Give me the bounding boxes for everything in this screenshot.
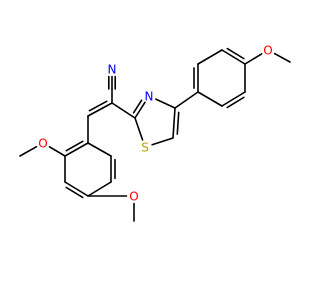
atom-label-s: S bbox=[141, 140, 149, 154]
atom-label-o: O bbox=[38, 136, 47, 150]
bond-Ar1f-Ar1a bbox=[197, 91, 223, 107]
bond-Ar2a-Ar2b-b bbox=[65, 140, 84, 152]
bond-S1-C2 bbox=[134, 117, 144, 141]
bond-Ar1c-Ar1d bbox=[221, 49, 246, 65]
bond-N3-C4 bbox=[155, 98, 176, 109]
bond-C2-N3 bbox=[134, 101, 146, 119]
bond-C5-S1 bbox=[151, 137, 174, 146]
bond-Ar2f-Ar2a bbox=[87, 142, 112, 157]
bond-C4-C5 bbox=[172, 107, 176, 139]
chemical-structure: N N S O O O bbox=[19, 43, 291, 222]
bond-Ar2c-Ar2d bbox=[64, 181, 89, 197]
bond-Cv1-C2 bbox=[111, 102, 136, 119]
bond-layer bbox=[19, 47, 291, 222]
bond-Cv1-Cv2-b bbox=[88, 100, 108, 112]
atom-label-n: N bbox=[145, 89, 154, 103]
bond-C4-C5-b bbox=[176, 111, 180, 135]
bond-O2-Me2 bbox=[19, 145, 38, 157]
bond-C2-N3-b bbox=[132, 99, 143, 114]
bond-Ar1d-O1 bbox=[244, 53, 263, 65]
bond-Ar2d-Ar2e bbox=[87, 181, 112, 197]
bond-Ar2a-Ar2b bbox=[64, 142, 89, 157]
bond-Ar1e-Ar1f bbox=[221, 91, 246, 107]
bond-C4-Ar1a bbox=[174, 91, 199, 109]
atom-label-o: O bbox=[263, 43, 272, 57]
atom-label-n: N bbox=[108, 62, 117, 76]
bond-Ar2c-Ar2d-b bbox=[65, 186, 84, 199]
bond-O1-Me1 bbox=[273, 52, 291, 63]
atom-label-o: O bbox=[129, 189, 138, 203]
bond-Ar1b-Ar1c bbox=[197, 49, 223, 65]
bond-Cv1-Cv2 bbox=[87, 102, 113, 117]
atom-label-layer: N N S O O O bbox=[38, 43, 272, 203]
bond-Ar2b-O2 bbox=[48, 146, 66, 157]
bond-Ar1e-Ar1f-b bbox=[226, 96, 245, 109]
bond-Ar1c-Ar1d-b bbox=[226, 47, 245, 60]
